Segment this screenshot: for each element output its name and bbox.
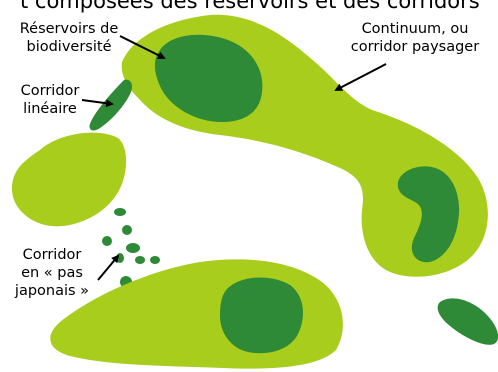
- stepping-stone: [126, 243, 140, 253]
- label-continuum-line1: Continuum, ou: [340, 20, 490, 38]
- label-continuum: Continuum, ou corridor paysager: [340, 20, 490, 56]
- label-stepping-stones-line3: japonais »: [4, 282, 100, 300]
- linear-corridor: [90, 80, 132, 131]
- stepping-stone: [135, 256, 145, 264]
- arrow-stepping-stones: [98, 256, 118, 280]
- label-stepping-stones: Corridor en « pas japonais »: [4, 246, 100, 300]
- stepping-stone: [150, 256, 160, 264]
- biodiversity-reservoir-bottom: [220, 277, 303, 353]
- label-linear-corridor-line2: linéaire: [10, 100, 90, 118]
- stepping-stone: [114, 208, 126, 216]
- stepping-stone: [122, 225, 132, 235]
- label-reservoirs-line2: biodiversité: [10, 38, 128, 56]
- label-reservoirs-line1: Réservoirs de: [10, 20, 128, 38]
- arrow-continuum: [336, 64, 386, 90]
- corridor-fragment-bottom-right: [438, 298, 498, 344]
- label-continuum-line2: corridor paysager: [340, 38, 490, 56]
- left-habitat-patch: [12, 133, 126, 227]
- stepping-stone: [102, 236, 112, 246]
- label-linear-corridor: Corridor linéaire: [10, 82, 90, 118]
- label-reservoirs: Réservoirs de biodiversité: [10, 20, 128, 56]
- label-stepping-stones-line2: en « pas: [4, 264, 100, 282]
- label-linear-corridor-line1: Corridor: [10, 82, 90, 100]
- label-stepping-stones-line1: Corridor: [4, 246, 100, 264]
